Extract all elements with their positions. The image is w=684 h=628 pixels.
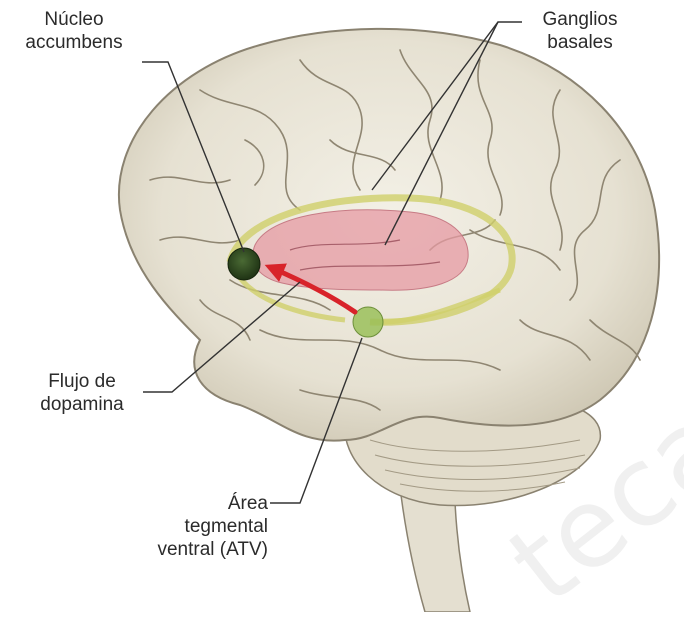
label-nucleo-accumbens: Núcleo accumbens — [4, 8, 144, 54]
label-area-line3: ventral (ATV) — [120, 538, 268, 561]
label-nucleo-line1: Núcleo — [4, 8, 144, 31]
nucleus-accumbens — [228, 248, 260, 280]
basal-ganglia — [253, 210, 468, 290]
label-area-line1: Área — [120, 492, 268, 515]
vta-region — [353, 307, 383, 337]
label-area-tegmental: Área tegmental ventral (ATV) — [120, 492, 268, 561]
label-ganglios-line1: Ganglios — [520, 8, 640, 31]
label-flujo-line2: dopamina — [20, 393, 144, 416]
label-ganglios-line2: basales — [520, 31, 640, 54]
label-area-line2: tegmental — [120, 515, 268, 538]
label-flujo-line1: Flujo de — [20, 370, 144, 393]
label-ganglios-basales: Ganglios basales — [520, 8, 640, 54]
label-nucleo-line2: accumbens — [4, 31, 144, 54]
label-flujo-dopamina: Flujo de dopamina — [20, 370, 144, 416]
